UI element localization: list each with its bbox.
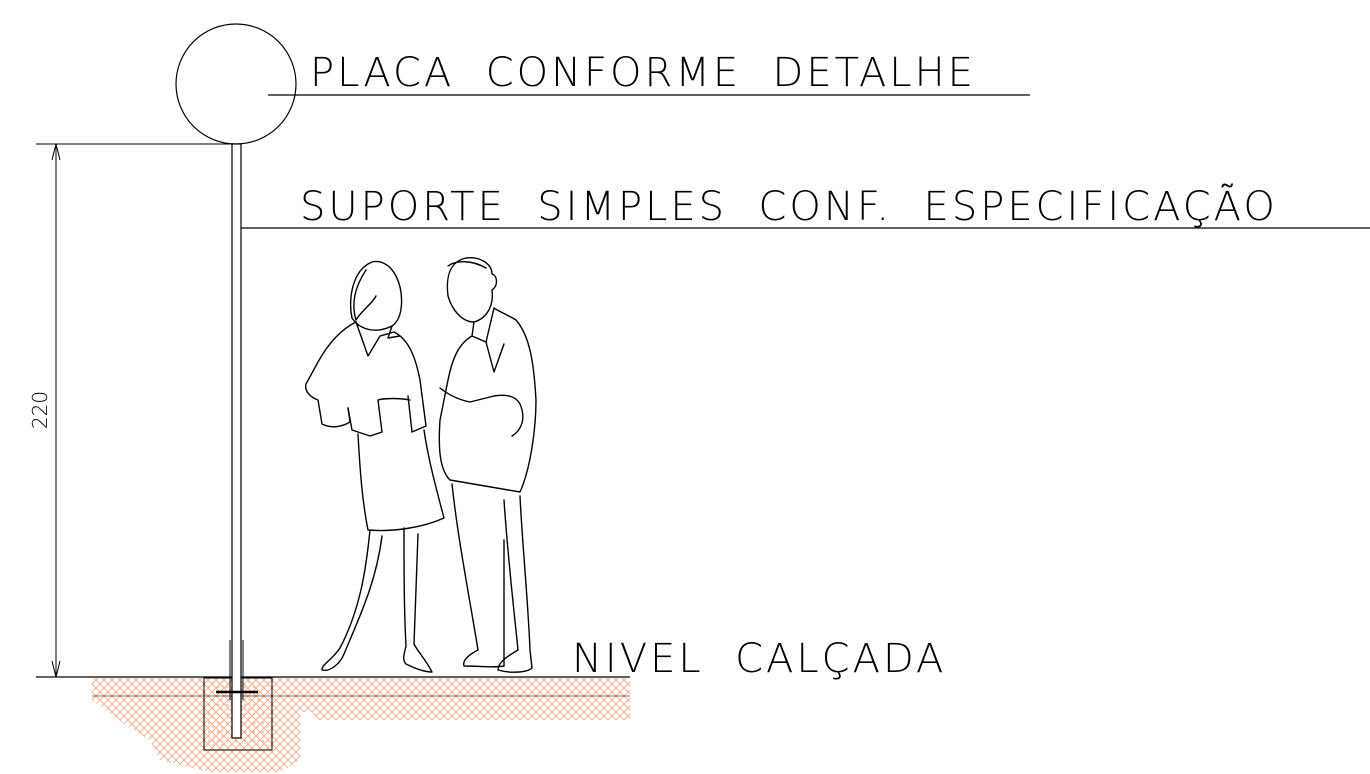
woman-figure	[304, 260, 445, 673]
support-label: SUPORTE SIMPLES CONF. ESPECIFICAÇÃO	[300, 182, 1278, 230]
ground-level-label: NIVEL CALÇADA	[572, 636, 946, 682]
sign-label: PLACA CONFORME DETALHE	[310, 50, 976, 96]
sign-plate	[175, 23, 297, 145]
soil-hatch	[92, 678, 630, 772]
dimension-arrow-bottom	[51, 660, 61, 678]
dimension-value: 220	[28, 391, 52, 429]
height-dimension: 220	[28, 143, 236, 678]
support-post	[216, 143, 258, 739]
post-body	[231, 143, 242, 739]
dimension-arrow-top	[51, 143, 61, 161]
soil-section	[92, 677, 630, 772]
man-figure	[438, 257, 537, 673]
